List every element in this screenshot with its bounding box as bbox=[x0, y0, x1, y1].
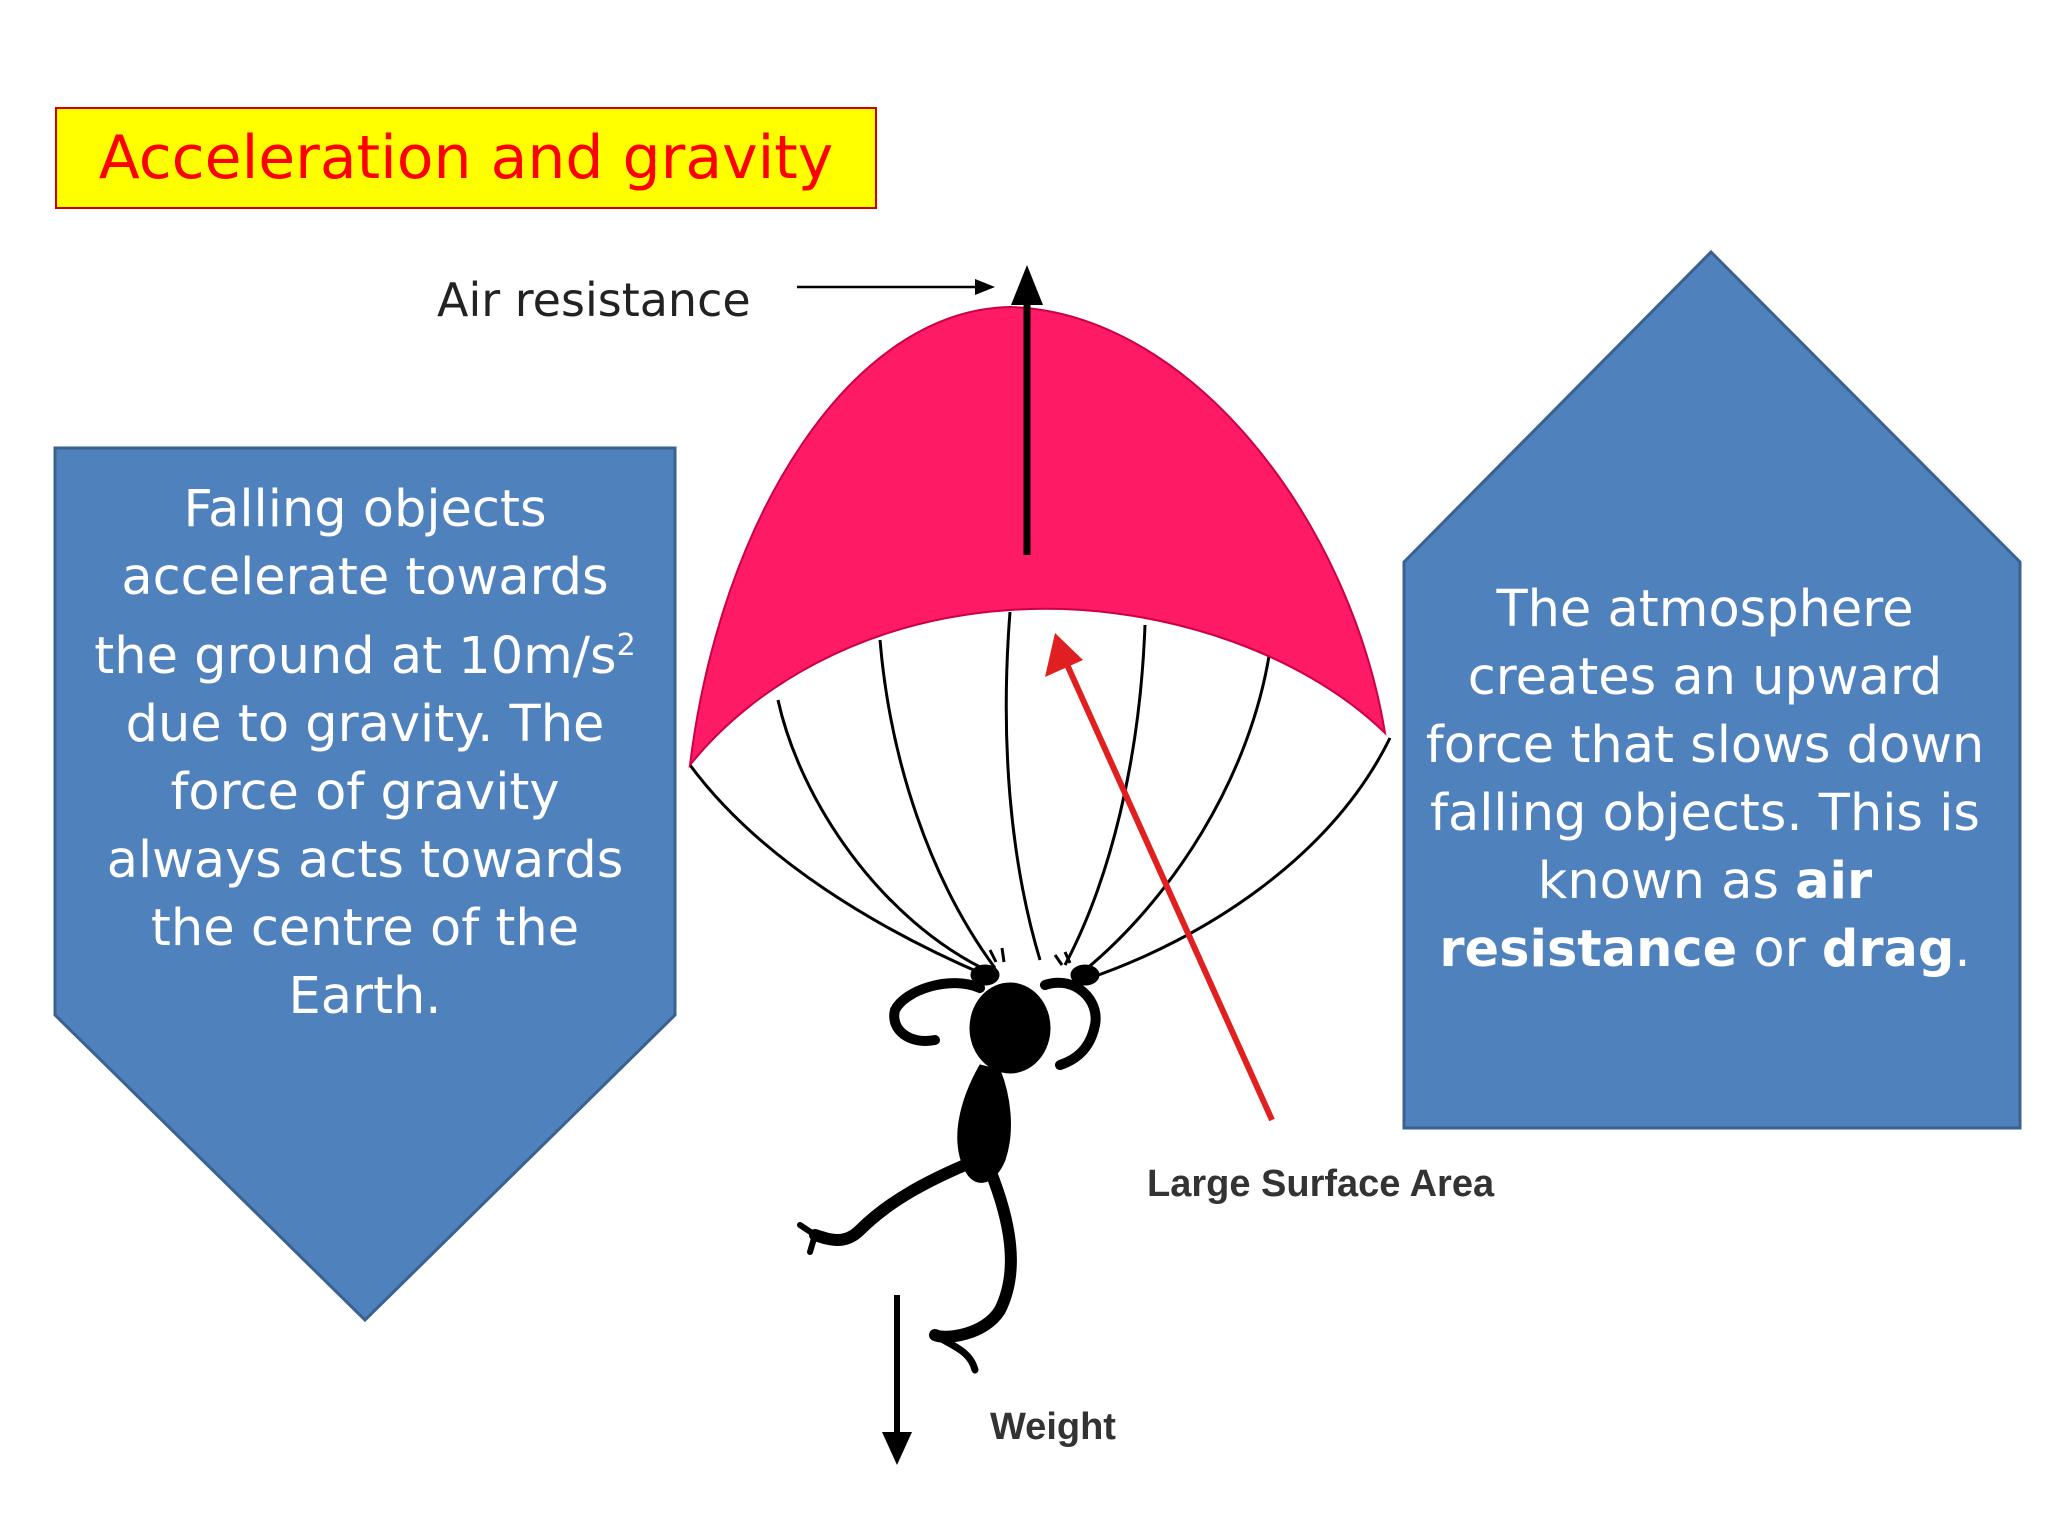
right-info-text-end: . bbox=[1954, 920, 1971, 979]
surface-area-arrowhead-icon bbox=[1045, 633, 1083, 677]
drag-term: drag bbox=[1821, 920, 1955, 979]
left-info-text: Falling objects accelerate towards the g… bbox=[90, 476, 640, 1031]
weight-arrowhead-icon bbox=[882, 1432, 912, 1465]
weight-label: Weight bbox=[990, 1406, 1116, 1448]
left-info-superscript: 2 bbox=[616, 628, 636, 663]
pointer-arrowhead-icon bbox=[975, 279, 995, 295]
air-resistance-arrowhead-icon bbox=[1011, 265, 1043, 305]
air-resistance-term: air resistance bbox=[1439, 852, 1873, 979]
right-info-shape bbox=[1402, 249, 2022, 1130]
parachute-canopy bbox=[688, 305, 1387, 769]
right-info-text-part1: The atmosphere creates an upward force t… bbox=[1425, 580, 1985, 911]
suspension-lines bbox=[688, 611, 1392, 980]
left-info-text-part1: Falling objects accelerate towards the g… bbox=[94, 480, 617, 686]
right-info-text: The atmosphere creates an upward force t… bbox=[1425, 576, 1985, 984]
right-info-text-part2: or bbox=[1737, 920, 1822, 979]
skydiver-figure-icon bbox=[797, 947, 1101, 1374]
air-resistance-label: Air resistance bbox=[437, 273, 751, 327]
page-title: Acceleration and gravity bbox=[55, 107, 877, 209]
left-info-shape bbox=[53, 446, 677, 1323]
left-info-text-part2: due to gravity. The force of gravity alw… bbox=[106, 695, 624, 1026]
large-surface-area-label: Large Surface Area bbox=[1147, 1163, 1495, 1205]
surface-area-arrow bbox=[1062, 658, 1275, 1122]
